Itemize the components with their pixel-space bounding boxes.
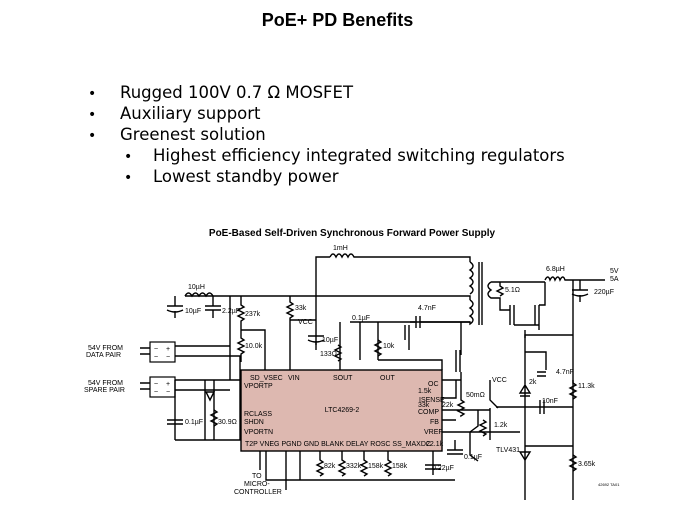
svg-text:5V: 5V bbox=[610, 268, 619, 275]
slide-title: PoE+ PD Benefits bbox=[261, 10, 414, 30]
pin-label: OUT bbox=[380, 375, 396, 382]
svg-text:−: − bbox=[166, 354, 170, 361]
svg-text:4.7nF: 4.7nF bbox=[418, 305, 436, 312]
pin-label: ISENSE bbox=[419, 397, 445, 404]
svg-text:0.1µF: 0.1µF bbox=[185, 419, 203, 426]
pin-label: OC bbox=[428, 381, 439, 388]
svg-text:10µF: 10µF bbox=[322, 337, 338, 344]
svg-text:332k: 332k bbox=[346, 463, 362, 470]
svg-text:5.1Ω: 5.1Ω bbox=[505, 287, 520, 294]
pin-label: VIN bbox=[288, 375, 300, 382]
bullet-item: Rugged 100V 0.7 Ω MOSFET bbox=[120, 83, 354, 102]
svg-text:CONTROLLER: CONTROLLER bbox=[234, 489, 282, 496]
svg-text:220µF: 220µF bbox=[594, 289, 614, 296]
pin-label: VREF bbox=[424, 429, 443, 436]
bullet-icon: • bbox=[88, 128, 97, 144]
chip-label: LTC4269-2 bbox=[325, 407, 360, 414]
pin-label: VPORTN bbox=[244, 429, 273, 436]
svg-text:11.3k: 11.3k bbox=[578, 383, 595, 390]
pin-label: FB bbox=[430, 419, 439, 426]
bullet-icon: • bbox=[124, 149, 133, 165]
svg-text:2.2µF: 2.2µF bbox=[222, 308, 240, 315]
svg-text:22k: 22k bbox=[442, 402, 454, 409]
svg-text:5A: 5A bbox=[610, 276, 619, 283]
svg-text:10nF: 10nF bbox=[542, 398, 558, 405]
svg-text:237k: 237k bbox=[245, 311, 261, 318]
sub-bullet-item: Lowest standby power bbox=[153, 167, 339, 186]
bullet-item: Greenest solution bbox=[120, 125, 266, 144]
svg-text:DATA PAIR: DATA PAIR bbox=[86, 352, 121, 359]
svg-text:+: + bbox=[166, 381, 170, 388]
sub-bullet-item: Highest efficiency integrated switching … bbox=[153, 146, 565, 165]
svg-text:4.7nF: 4.7nF bbox=[556, 369, 574, 376]
svg-text:0.22µF: 0.22µF bbox=[432, 465, 454, 472]
svg-text:VCC: VCC bbox=[298, 319, 313, 326]
svg-text:30.9Ω: 30.9Ω bbox=[218, 419, 237, 426]
svg-text:TLV431: TLV431 bbox=[496, 447, 520, 454]
pin-label: SHDN bbox=[244, 419, 264, 426]
svg-text:42692 TA01: 42692 TA01 bbox=[598, 482, 620, 487]
svg-text:10.0k: 10.0k bbox=[245, 343, 263, 350]
svg-text:10µH: 10µH bbox=[188, 284, 205, 291]
pin-label: SOUT bbox=[333, 375, 353, 382]
bullet-item: Auxiliary support bbox=[120, 104, 261, 123]
svg-text:10µF: 10µF bbox=[185, 308, 201, 315]
svg-text:158k: 158k bbox=[392, 463, 408, 470]
svg-text:1mH: 1mH bbox=[333, 245, 348, 252]
svg-text:3.65k: 3.65k bbox=[578, 461, 596, 468]
bullet-icon: • bbox=[88, 86, 97, 102]
svg-text:158k: 158k bbox=[368, 463, 384, 470]
schematic-title: PoE-Based Self-Driven Synchronous Forwar… bbox=[209, 228, 496, 239]
svg-text:0.1µF: 0.1µF bbox=[352, 315, 370, 322]
svg-text:~: ~ bbox=[154, 381, 158, 388]
ltc4269-chip bbox=[240, 369, 443, 452]
svg-text:SPARE PAIR: SPARE PAIR bbox=[84, 387, 125, 394]
component-labels: 10µH 10µF 2.2µF 237k 10.0k 33k VCC 1mH 1… bbox=[185, 245, 620, 496]
pin-label: VPORTP bbox=[244, 383, 273, 390]
svg-text:1.5k: 1.5k bbox=[418, 388, 432, 395]
pin-label: SD_VSEC bbox=[250, 375, 283, 382]
svg-text:~: ~ bbox=[154, 354, 158, 361]
svg-text:10k: 10k bbox=[383, 343, 395, 350]
svg-text:−: − bbox=[166, 389, 170, 396]
svg-text:33k: 33k bbox=[295, 305, 307, 312]
svg-text:1.2k: 1.2k bbox=[494, 422, 508, 429]
svg-text:TO: TO bbox=[252, 473, 262, 480]
svg-text:~: ~ bbox=[154, 346, 158, 353]
svg-text:+: + bbox=[166, 346, 170, 353]
pin-label: T2P VNEG PGND GND BLANK DELAY ROSC SS_MA… bbox=[245, 441, 431, 448]
bullet-icon: • bbox=[88, 107, 97, 123]
svg-text:2k: 2k bbox=[529, 379, 537, 386]
svg-text:33k: 33k bbox=[418, 402, 430, 409]
svg-text:0.1µF: 0.1µF bbox=[464, 454, 482, 461]
svg-text:54V FROM: 54V FROM bbox=[88, 345, 123, 352]
svg-text:50mΩ: 50mΩ bbox=[466, 392, 485, 399]
wires bbox=[140, 253, 605, 500]
svg-text:VCC: VCC bbox=[492, 377, 507, 384]
svg-text:133Ω: 133Ω bbox=[320, 351, 337, 358]
svg-text:82k: 82k bbox=[324, 463, 336, 470]
svg-text:22.1k: 22.1k bbox=[426, 441, 444, 448]
pin-label: RCLASS bbox=[244, 411, 272, 418]
svg-text:MICRO-: MICRO- bbox=[244, 481, 270, 488]
pin-label: COMP bbox=[418, 409, 439, 416]
input-labels: 54V FROM DATA PAIR 54V FROM SPARE PAIR ~… bbox=[84, 345, 170, 396]
svg-text:54V FROM: 54V FROM bbox=[88, 380, 123, 387]
svg-text:6.8µH: 6.8µH bbox=[546, 266, 565, 273]
svg-text:~: ~ bbox=[154, 389, 158, 396]
bridge-rectifiers bbox=[149, 341, 176, 398]
bullet-icon: • bbox=[124, 170, 133, 186]
